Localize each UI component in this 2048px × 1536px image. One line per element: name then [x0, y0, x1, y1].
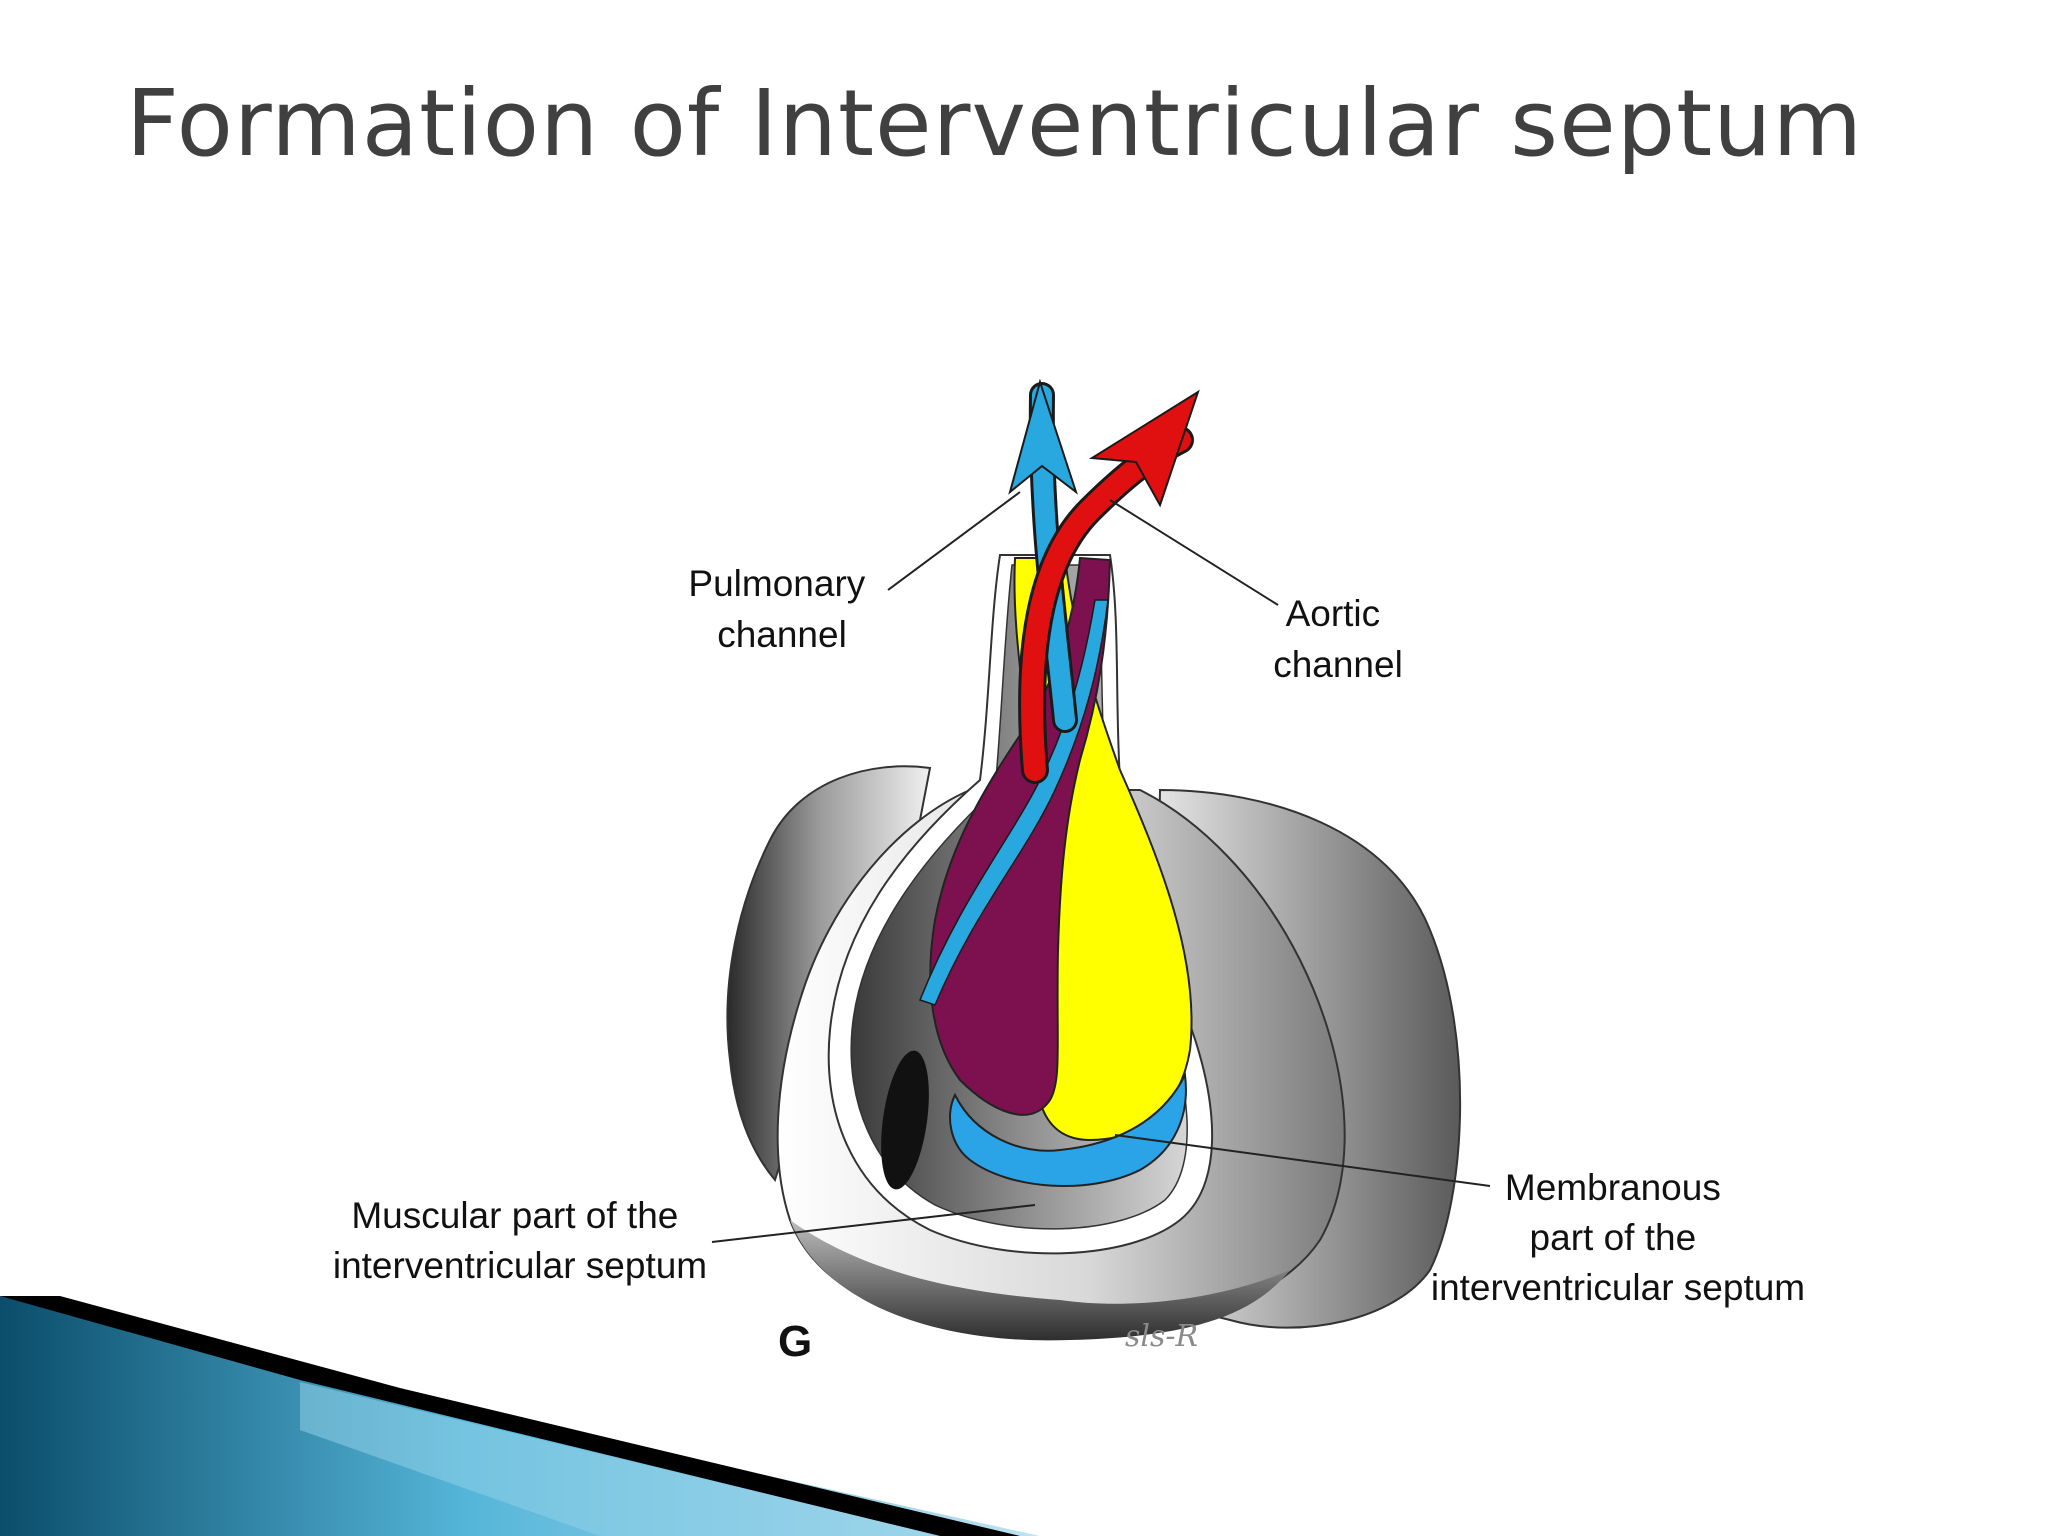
- aortic-leader: [1110, 500, 1278, 605]
- membranous-septum-label: Membranous part of the interventricular …: [1431, 1167, 1805, 1308]
- corner-decoration: [0, 1296, 1040, 1536]
- figure-letter: G: [778, 1317, 812, 1366]
- pulmonary-channel-label: Pulmonary channel: [688, 563, 875, 655]
- artist-signature: sls-R: [1125, 1319, 1198, 1354]
- muscular-septum-label: Muscular part of the interventricular se…: [333, 1195, 707, 1286]
- aortic-channel-label: Aortic channel: [1273, 593, 1403, 685]
